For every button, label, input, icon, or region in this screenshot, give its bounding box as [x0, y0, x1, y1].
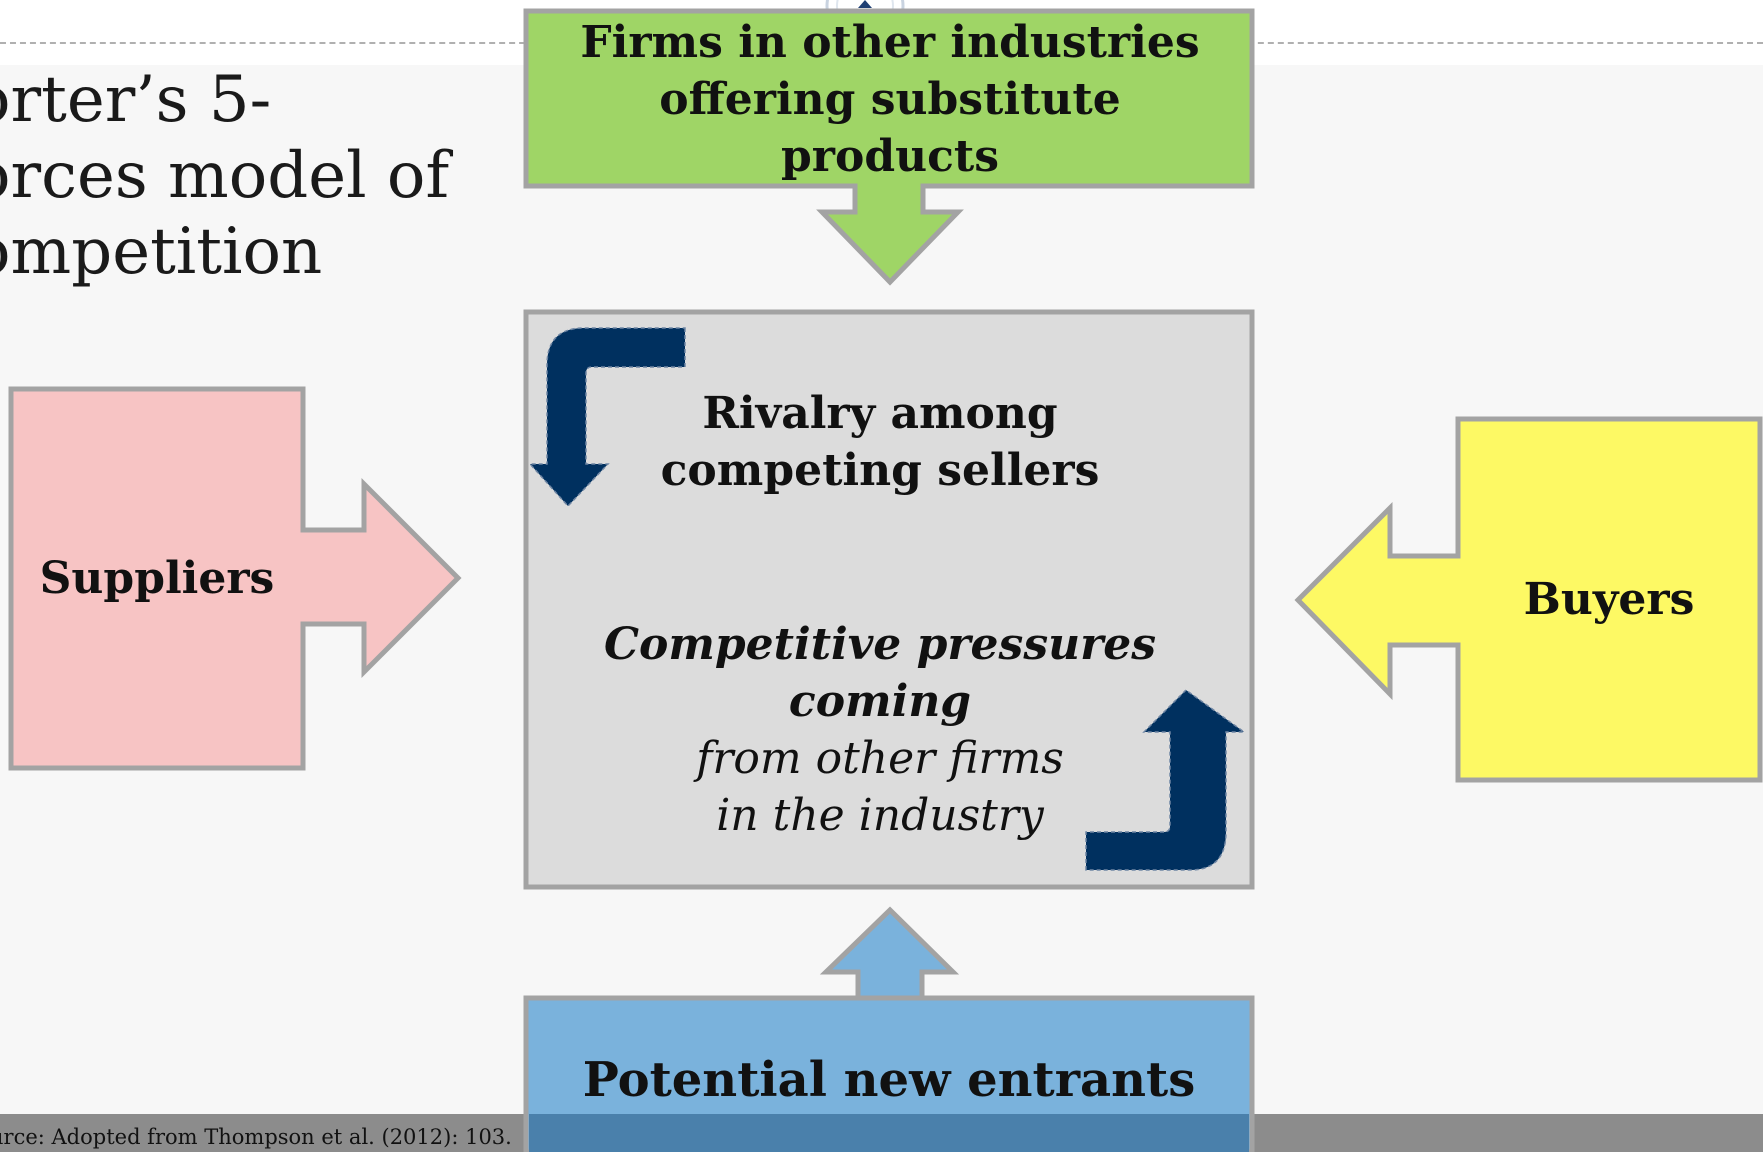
entrants-label-text: Potential new entrants	[582, 1052, 1196, 1108]
slide-title-line: orter’s 5-	[0, 63, 272, 137]
entrants-bottom-band	[529, 1114, 1249, 1152]
slide-title: orter’s 5- orces model of ompetition	[0, 62, 449, 290]
suppliers-shape	[8, 386, 462, 771]
rivalry-arrow-top-left-icon	[528, 327, 686, 508]
pressure-heading-line: Competitive pressures	[603, 619, 1157, 670]
pressure-detail-line: from other firms	[696, 733, 1064, 784]
rivalry-arrow-bottom-right-icon	[1085, 689, 1247, 871]
suppliers-label: Suppliers	[14, 390, 300, 766]
rivalry-title-line: Rivalry among	[702, 388, 1058, 439]
rivalry-title: Rivalry among competing sellers	[560, 384, 1200, 500]
buyers-shape	[1294, 416, 1763, 783]
rivalry-box	[523, 309, 1255, 890]
suppliers-label-text: Suppliers	[39, 552, 275, 604]
entrants-shape	[523, 995, 1255, 1152]
substitutes-shape	[523, 8, 1255, 286]
rivalry-title-line: competing sellers	[660, 445, 1100, 496]
entrants-label: Potential new entrants	[530, 1050, 1248, 1110]
substitutes-label-line: Firms in other industries	[580, 16, 1200, 68]
buyers-label-text: Buyers	[1523, 573, 1695, 625]
slide-title-line: orces model of	[0, 139, 450, 213]
source-citation: urce: Adopted from Thompson et al. (2012…	[0, 1125, 512, 1149]
pressure-detail-line: in the industry	[716, 790, 1044, 841]
rivalry-pressure-text: Competitive pressures coming from other …	[560, 614, 1200, 846]
entrants-arrow-shape	[819, 906, 960, 1001]
slide-title-line: ompetition	[0, 215, 323, 289]
substitutes-label: Firms in other industries offering subst…	[540, 14, 1240, 184]
pressure-heading-line: coming	[788, 676, 972, 727]
substitutes-label-line: products	[781, 130, 999, 182]
buyers-label: Buyers	[1462, 420, 1756, 778]
substitutes-label-line: offering substitute	[659, 73, 1121, 125]
